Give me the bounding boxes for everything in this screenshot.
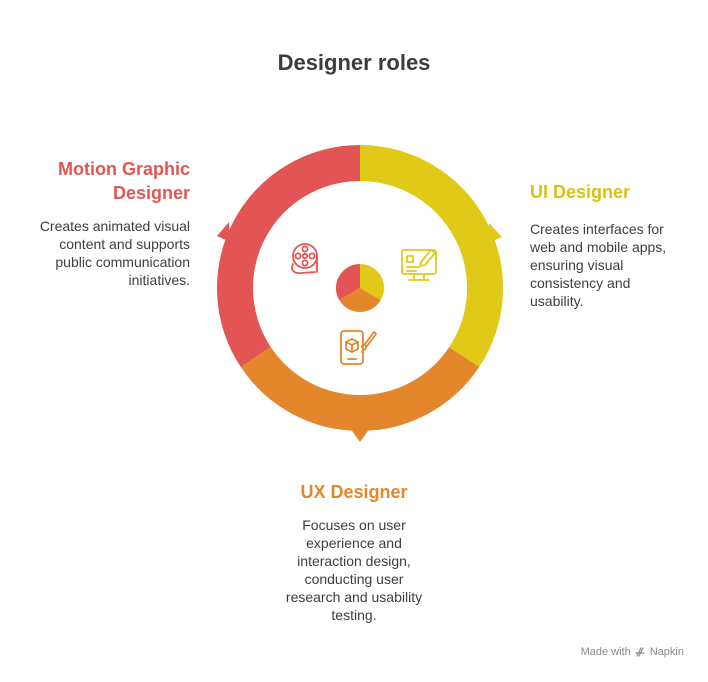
ring-segment-motion bbox=[216, 145, 360, 368]
ring-segment-ui bbox=[360, 145, 504, 368]
page-title: Designer roles bbox=[277, 50, 431, 75]
made-with-label: Made with bbox=[580, 646, 631, 658]
ux-designer-description: Focuses on user experience and interacti… bbox=[285, 517, 423, 623]
motion-designer-description: Creates animated visual content and supp… bbox=[39, 218, 190, 288]
napkin-watermark[interactable]: Made with Napkin bbox=[581, 646, 684, 658]
napkin-logo-icon bbox=[635, 646, 645, 657]
center-pie-icon bbox=[335, 263, 385, 313]
design-monitor-icon bbox=[401, 249, 437, 281]
ui-designer-title: UI Designer bbox=[530, 182, 631, 202]
arrow-ux bbox=[350, 428, 370, 442]
ui-designer-description: Creates interfaces for web and mobile ap… bbox=[530, 221, 667, 309]
arrow-ui bbox=[488, 223, 502, 243]
arrow-motion bbox=[217, 222, 230, 242]
ring-segment-ux bbox=[240, 347, 480, 432]
motion-designer-title: Motion Graphic Designer bbox=[58, 159, 190, 203]
napkin-brand-label: Napkin bbox=[649, 646, 684, 658]
ux-designer-title: UX Designer bbox=[300, 482, 408, 502]
mobile-prototype-icon bbox=[340, 330, 377, 365]
film-reel-icon bbox=[291, 243, 318, 275]
